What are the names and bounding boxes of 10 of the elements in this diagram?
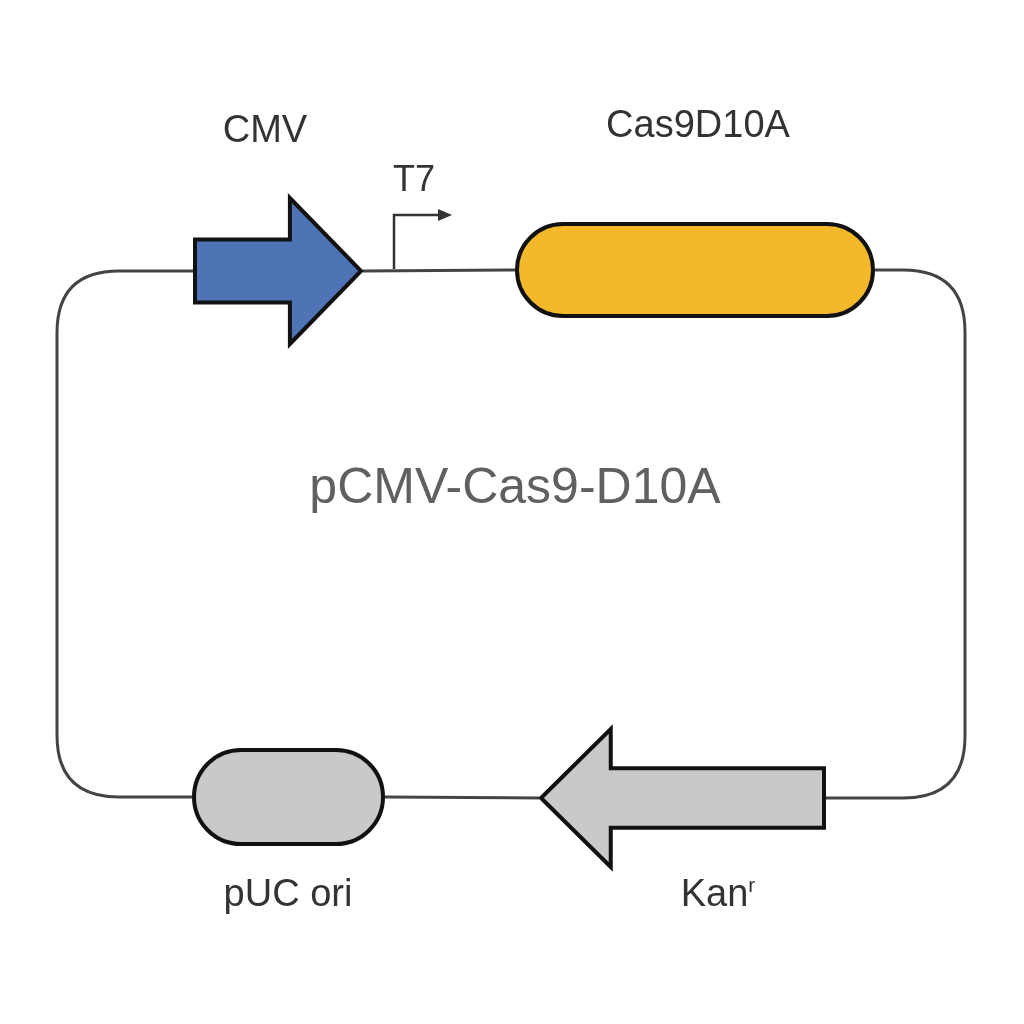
feature-label: pUC ori	[223, 872, 353, 916]
backbone-line	[55, 269, 193, 799]
plasmid-name: pCMV-Cas9-D10A	[309, 458, 721, 516]
feature-label: Kan$^{r}$	[680, 872, 756, 916]
backbone-line	[385, 795, 539, 800]
backbone-line	[363, 268, 515, 273]
feature-label: CMV	[222, 108, 308, 152]
promoter-label: T7	[393, 158, 435, 200]
feature-label: Cas9D10A	[606, 103, 790, 147]
backbone-line	[826, 268, 967, 800]
